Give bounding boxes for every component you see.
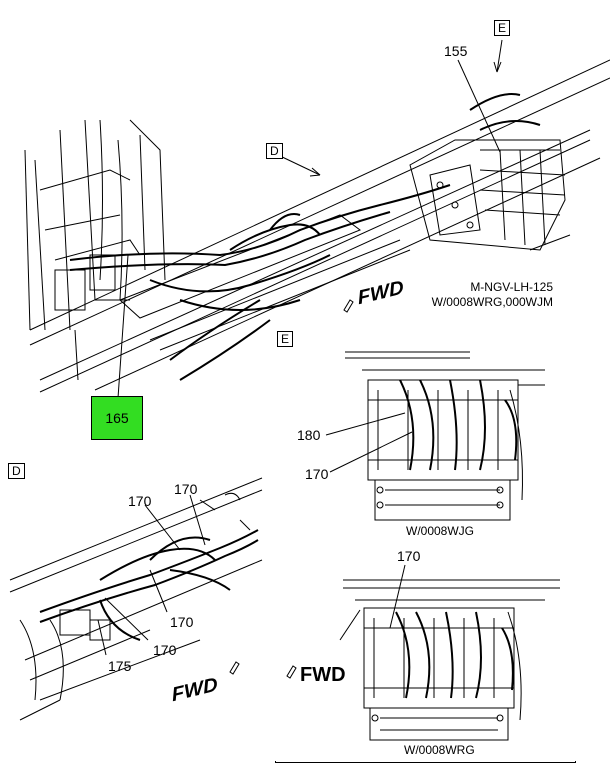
detail-e-callout-170-bottom: 170 [397,548,421,564]
fwd-arrow-main [343,299,354,313]
detail-d-callout-170-b: 170 [174,481,198,497]
section-label-d: D [266,143,283,159]
detail-d-callout-175: 175 [108,658,132,674]
fwd-indicator-detail-e: FWD [300,664,346,686]
detail-d-label: D [8,463,25,479]
detail-d-callout-170-a: 170 [128,493,152,509]
detail-d-leaders [97,494,206,656]
detail-d-harness [39,529,259,641]
detail-e-label: E [277,331,294,347]
frame-rail-drawing [29,59,610,393]
wiring-harness-main [69,93,541,381]
detail-e-caption-bottom: W/0008WRG [404,743,475,757]
detail-d-callout-170-c: 170 [170,614,194,630]
detail-e-bottom-cables [395,611,514,699]
fwd-arrow-detail-e [286,665,297,679]
detail-e-top-leaders [325,412,413,473]
detail-d-drawing [9,477,263,721]
detail-d-callout-170-d: 170 [153,642,177,658]
model-config: W/0008WRG,000WJM [431,295,553,309]
callout-165: 165 [105,410,129,426]
detail-e-callout-180: 180 [297,427,321,443]
detail-e-caption-top: W/0008WJG [406,524,475,538]
callout-155: 155 [444,43,468,59]
fwd-arrow-detail-d [229,661,240,675]
section-label-e: E [494,20,511,36]
main-leader-lines [117,39,503,399]
detail-e-bottom-leaders [389,564,406,629]
model-code: M-NGV-LH-125 [470,280,553,294]
cab-structure-drawing [24,119,166,381]
callout-165-highlight[interactable]: 165 [91,396,143,440]
detail-e-callout-170-top: 170 [305,466,329,482]
detail-e-top-cables [399,379,518,471]
detail-e-bottom-drawing [339,579,560,741]
battery-box-main [409,139,571,251]
detail-e-top-drawing [345,351,545,521]
